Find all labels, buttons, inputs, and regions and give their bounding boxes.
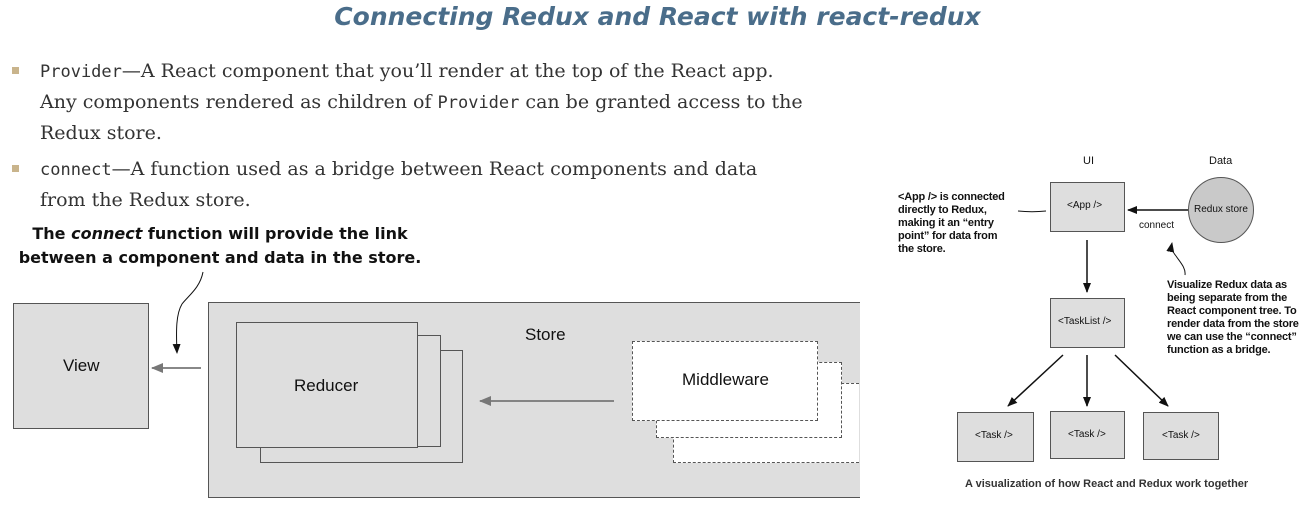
tasklist-label: <TaskList /> [1058, 316, 1112, 327]
connect-annotation: The connect function will provide the li… [18, 224, 422, 267]
store-label: Store [525, 325, 566, 344]
page-title: Connecting Redux and React with react-re… [334, 2, 981, 31]
figure-caption: A visualization of how React and Redux w… [965, 478, 1249, 490]
task-label-2: <Task /> [1068, 429, 1106, 440]
view-label: View [63, 356, 100, 375]
provider-term: Provider [40, 62, 122, 82]
connect-label: connect [1139, 220, 1175, 231]
task-box-3 [1143, 412, 1219, 460]
app-label: <App /> [1067, 200, 1103, 211]
data-heading: Data [1209, 155, 1233, 167]
task-label-1: <Task /> [975, 430, 1013, 441]
bullet-marker-icon [12, 67, 19, 74]
redux-store-label: Redux store [1194, 204, 1248, 215]
store-note: Visualize Redux data as being separate f… [1167, 279, 1299, 356]
connect-term: connect [40, 160, 112, 180]
bullet-marker-icon [12, 165, 19, 172]
task-box-2 [1050, 411, 1125, 459]
middleware-label: Middleware [682, 370, 769, 389]
tasklist-box [1050, 298, 1125, 348]
app-box [1050, 182, 1125, 232]
app-note-pointer [1017, 210, 1047, 213]
redux-store-circle [1188, 177, 1254, 243]
tasklist-to-task1-arrow [1007, 354, 1064, 407]
app-note: <App /> is connected directly to Redux, … [898, 191, 1005, 255]
annotation-pointer-line [172, 271, 204, 354]
task-box-1 [957, 412, 1034, 462]
middleware-box [632, 341, 818, 421]
ui-heading: UI [1083, 155, 1094, 167]
reducer-label: Reducer [294, 376, 359, 395]
view-box [13, 303, 149, 429]
tasklist-to-task3-arrow [1114, 354, 1169, 407]
store-note-pointer [1166, 242, 1186, 276]
task-label-3: <Task /> [1162, 430, 1200, 441]
reducer-box [236, 322, 418, 448]
